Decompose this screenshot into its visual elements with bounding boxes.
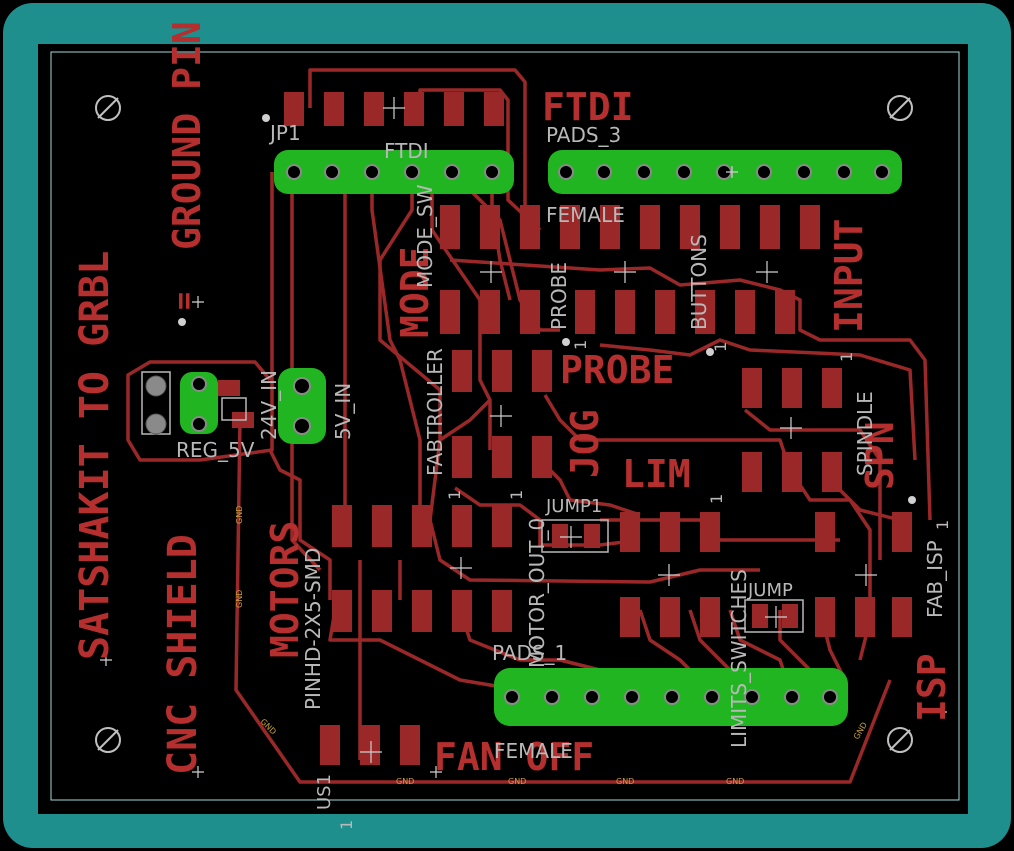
gnd-label: GND bbox=[508, 777, 526, 786]
board-title-label: SATSHAKIT TO GRBL bbox=[72, 251, 118, 660]
gnd-label: GND bbox=[235, 590, 244, 608]
input-label: INPUT bbox=[827, 219, 871, 333]
fabtroller-label: FABTROLLER bbox=[423, 348, 447, 476]
pads1-label: PADS_1 bbox=[492, 641, 567, 665]
isp-label: ISP bbox=[910, 653, 954, 722]
fab-isp-label: FAB_ISP bbox=[923, 540, 947, 618]
ground-eq-label: = bbox=[167, 292, 202, 310]
gnd-label: GND bbox=[235, 506, 244, 524]
grey-drill-pads bbox=[145, 375, 167, 435]
fan-off-label: FAN OFF bbox=[434, 735, 594, 779]
gnd-label: GND bbox=[726, 777, 744, 786]
spin-label: SPN bbox=[858, 421, 902, 490]
motor-out-label: MOTOR_OUT_0 bbox=[525, 518, 549, 668]
buttons-label: BUTTONS bbox=[687, 234, 711, 330]
jump-label: JUMP bbox=[747, 580, 793, 601]
spindle-label: SPINDLE bbox=[853, 391, 877, 476]
mounting-hole-icon bbox=[95, 95, 913, 753]
jump1-label: JUMP1 bbox=[545, 496, 602, 517]
board-subtitle-label: CNC SHIELD bbox=[160, 534, 206, 775]
us1-label: US1 bbox=[314, 774, 335, 810]
jog-label: JOG bbox=[563, 409, 607, 478]
lim-label: LIM bbox=[622, 452, 691, 496]
pin1-marker-limits: 1 bbox=[707, 494, 726, 504]
gnd-label: GND bbox=[616, 777, 634, 786]
ftdi-small-label: FTDI bbox=[384, 139, 429, 163]
motors-label: MOTORS bbox=[263, 521, 307, 658]
probe-small-label: PROBE bbox=[547, 262, 571, 330]
probe-label: PROBE bbox=[560, 348, 674, 392]
pin1-dots bbox=[178, 114, 916, 504]
smd-pads bbox=[218, 92, 912, 765]
limits-label: LIMITS_SWITCHES bbox=[727, 569, 751, 748]
gnd-label: GND bbox=[396, 777, 414, 786]
pin1-marker-motor-out: 1 bbox=[507, 490, 526, 500]
pin1-marker-fabtroller: 1 bbox=[445, 490, 464, 500]
pads3-label: PADS_3 bbox=[546, 123, 621, 147]
jumper-pads bbox=[552, 524, 798, 628]
ftdi-label: FTDI bbox=[542, 85, 634, 129]
board-outline bbox=[50, 51, 960, 801]
ground-pin-label: GROUND PIN bbox=[165, 21, 209, 250]
v5-in-label: 5V_IN bbox=[331, 383, 355, 440]
female-bottom-label: FEMALE bbox=[494, 739, 573, 763]
th-header-jp1 bbox=[274, 150, 514, 194]
female-top-label: FEMALE bbox=[546, 203, 625, 227]
th-header-power bbox=[180, 368, 326, 444]
reg-5v-label: REG_5V bbox=[176, 438, 255, 462]
pin1-marker-isp: 1 bbox=[933, 520, 952, 530]
pin1-marker-spindle: 1 bbox=[837, 352, 856, 362]
v24-in-label: 24V_IN bbox=[257, 370, 281, 440]
crosshair-icon bbox=[100, 97, 947, 778]
pin1-marker-probe: 1 bbox=[571, 340, 590, 350]
th-drill-holes bbox=[191, 164, 890, 705]
pin1-marker-us1: 1 bbox=[337, 820, 356, 830]
jp1-label: JP1 bbox=[268, 121, 301, 145]
mode-sw-label: MODE_SW bbox=[413, 184, 437, 288]
pinhd-label: PINHD-2X5-SMD bbox=[301, 548, 325, 710]
pin1-marker-buttons: 1 bbox=[711, 342, 730, 352]
mode-label: MODE bbox=[393, 246, 437, 338]
